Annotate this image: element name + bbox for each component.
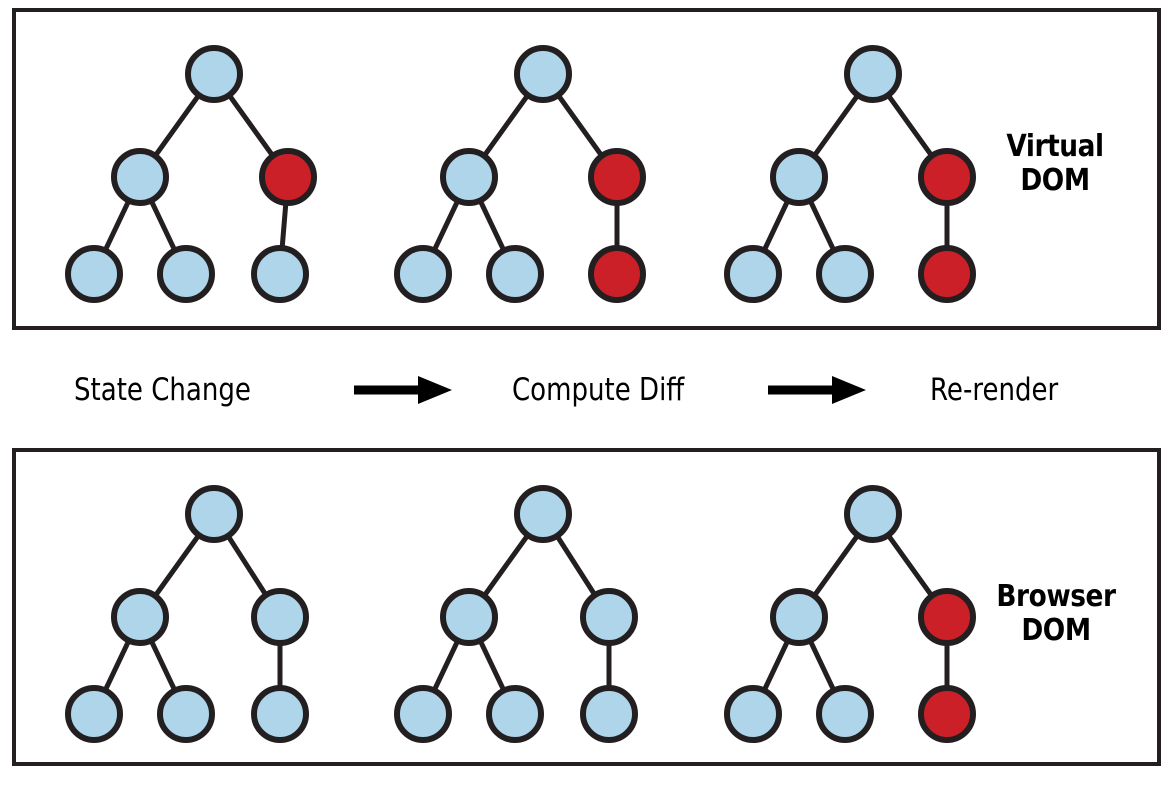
tree-node-changed xyxy=(918,685,976,743)
tree-node xyxy=(486,245,544,303)
tree-node xyxy=(111,148,169,206)
tree-node xyxy=(394,245,452,303)
tree-node xyxy=(514,45,572,103)
tree-node-changed xyxy=(259,148,317,206)
tree-node xyxy=(816,245,874,303)
tree-node xyxy=(65,685,123,743)
tree-node xyxy=(251,245,309,303)
tree-node-changed xyxy=(918,148,976,206)
tree-node xyxy=(185,45,243,103)
virtual-dom-tree-2 xyxy=(394,45,646,303)
tree-node xyxy=(580,588,638,646)
panel-virtual-dom: Virtual DOM xyxy=(12,8,1161,330)
tree-node xyxy=(251,685,309,743)
tree-node xyxy=(394,685,452,743)
tree-node xyxy=(724,685,782,743)
panel-label-virtual-dom: Virtual DOM xyxy=(981,130,1129,197)
browser-dom-tree-3 xyxy=(724,485,976,743)
flow-step-re-render: Re-render xyxy=(930,372,1059,408)
arrow-right-icon xyxy=(766,373,868,407)
panel-browser-dom: Browser DOM xyxy=(12,448,1161,766)
tree-node xyxy=(185,485,243,543)
tree-node xyxy=(157,685,215,743)
tree-node xyxy=(724,245,782,303)
tree-node xyxy=(816,685,874,743)
tree-node xyxy=(157,245,215,303)
panel-label-line-2: DOM xyxy=(1020,162,1090,198)
tree-node xyxy=(770,148,828,206)
tree-node xyxy=(486,685,544,743)
browser-dom-tree-1 xyxy=(65,485,309,743)
tree-node xyxy=(65,245,123,303)
browser-dom-tree-row xyxy=(16,452,1157,762)
browser-dom-tree-2 xyxy=(394,485,638,743)
flow-step-state-change: State Change xyxy=(74,372,251,408)
tree-node xyxy=(844,485,902,543)
tree-node xyxy=(251,588,309,646)
tree-node xyxy=(844,45,902,103)
virtual-dom-tree-3 xyxy=(724,45,976,303)
panel-label-line-2: DOM xyxy=(1021,612,1091,648)
tree-node-changed xyxy=(918,245,976,303)
tree-node-changed xyxy=(588,245,646,303)
panel-label-line-1: Browser xyxy=(996,579,1116,614)
panel-label-line-1: Virtual xyxy=(1006,129,1104,164)
flow-step-compute-diff: Compute Diff xyxy=(512,372,685,408)
arrow-right-icon xyxy=(352,373,454,407)
tree-node-changed xyxy=(588,148,646,206)
tree-node xyxy=(514,485,572,543)
tree-node xyxy=(440,588,498,646)
tree-node xyxy=(580,685,638,743)
tree-node xyxy=(111,588,169,646)
virtual-dom-tree-row xyxy=(16,12,1157,326)
virtual-dom-tree-1 xyxy=(65,45,317,303)
tree-node xyxy=(440,148,498,206)
tree-node-changed xyxy=(918,588,976,646)
panel-label-browser-dom: Browser DOM xyxy=(978,580,1135,647)
tree-node xyxy=(770,588,828,646)
flow-row: State Change Compute Diff Re-render xyxy=(0,334,1173,446)
